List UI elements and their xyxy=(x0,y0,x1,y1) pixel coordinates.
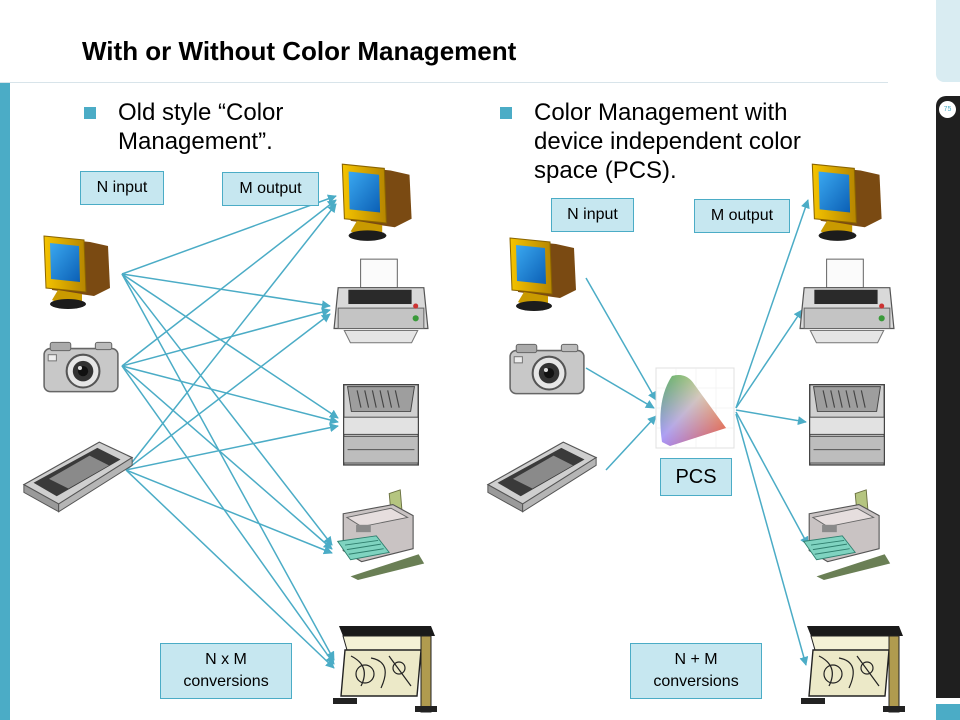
title-divider xyxy=(0,82,888,83)
scanner-icon xyxy=(487,441,597,513)
right-bullet-text: Color Management with device independent… xyxy=(534,99,801,184)
fax-machine-icon xyxy=(803,489,891,580)
camera-icon xyxy=(509,343,585,395)
laser-printer-icon xyxy=(808,383,886,466)
bullet-square-icon xyxy=(500,107,512,119)
left-bullet: Old style “Color Management”. xyxy=(84,98,384,156)
fax-machine-icon xyxy=(337,489,425,580)
page-number: 75 xyxy=(939,101,956,118)
inkjet-printer-icon xyxy=(333,258,429,344)
monitor-icon xyxy=(509,237,577,312)
inkjet-printer-icon xyxy=(799,258,895,344)
plotter-icon xyxy=(800,625,906,713)
nxm-connection-arrows xyxy=(121,194,339,669)
left-accent-bar xyxy=(0,83,10,720)
n-plus-m-connection-arrows xyxy=(585,199,810,666)
bullet-square-icon xyxy=(84,107,96,119)
left-m-output-label: M output xyxy=(222,172,319,206)
camera-icon xyxy=(43,341,119,393)
slide-side-strip xyxy=(936,96,960,698)
monitor-icon xyxy=(811,163,883,242)
right-bullet: Color Management with device independent… xyxy=(500,98,840,185)
laser-printer-icon xyxy=(342,383,420,466)
plotter-icon xyxy=(332,625,438,713)
pcs-chromaticity-icon xyxy=(655,367,735,449)
right-m-output-label: M output xyxy=(694,199,790,233)
slide-bottom-accent xyxy=(936,704,960,720)
pcs-label: PCS xyxy=(660,458,732,496)
left-bullet-text: Old style “Color Management”. xyxy=(118,99,284,155)
left-conversions-label: N x M conversions xyxy=(160,643,292,699)
right-conversions-label: N + M conversions xyxy=(630,643,762,699)
slide-corner-tab xyxy=(936,0,960,82)
scanner-icon xyxy=(23,441,133,513)
monitor-icon xyxy=(43,235,111,310)
monitor-icon xyxy=(341,163,413,242)
color-management-diagram xyxy=(23,163,906,713)
slide-title: With or Without Color Management xyxy=(82,36,517,66)
right-n-input-label: N input xyxy=(551,198,634,232)
left-n-input-label: N input xyxy=(80,171,164,205)
